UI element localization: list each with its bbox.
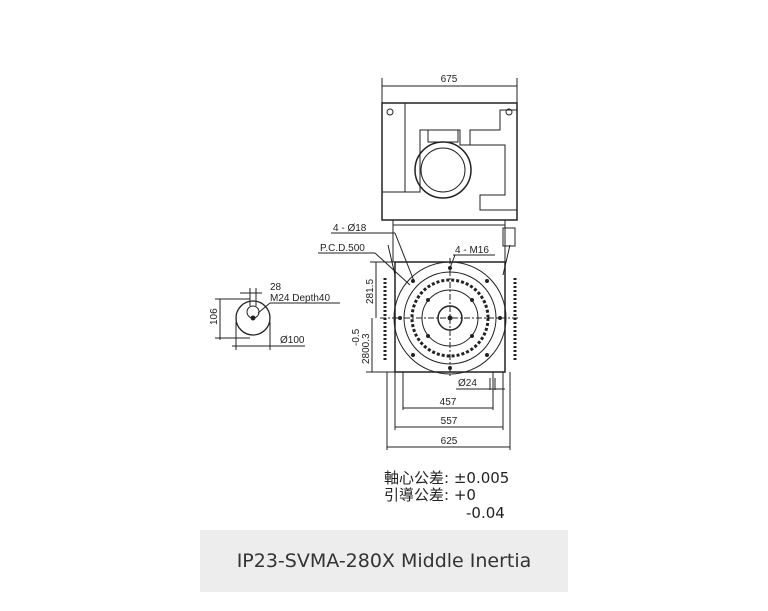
guide-tolerance-lower: -0.04 [466,504,505,522]
caption: IP23-SVMA-280X Middle Inertia [200,530,568,592]
thread-label: M24 Depth40 [270,293,330,304]
motor-body [387,220,516,276]
shaft-end-detail: 28 M24 Depth40 106 Ø100 [209,282,340,350]
dimension-675: 675 [381,74,518,103]
pcd-label: P.C.D.500 [320,243,365,254]
dimension-label: Ø100 [280,335,305,346]
dimension-label: 2800.3 [361,333,372,364]
flange [380,258,520,378]
leader-labels: 4 - Ø18 P.C.D.500 4 - M16 [318,223,495,286]
guide-tolerance: 引導公差: +0 [384,486,476,504]
dimension-label: -0.5 [351,328,362,346]
bottom-dimensions: Ø24 457 557 625 [386,372,511,450]
axis-tolerance-label: 軸心公差: [384,469,450,487]
dimension-label: 675 [441,74,458,85]
dimension-label: 557 [441,416,458,427]
guide-tolerance-label: 引導公差: [384,486,450,504]
dimension-label: 281.5 [365,279,376,304]
axis-tolerance: 軸心公差: ±0.005 [384,469,509,487]
dimension-label: 625 [441,436,458,447]
dimension-label: Ø24 [458,378,477,389]
vertical-dimensions: 281.5 2800.3 -0.5 [351,261,395,373]
axis-tolerance-value: ±0.005 [453,469,510,487]
holes-label: 4 - Ø18 [333,223,367,234]
dimension-label: 457 [440,397,457,408]
terminal-box [381,102,518,221]
taps-label: 4 - M16 [455,245,489,256]
dimension-label: 28 [270,282,282,293]
dimension-label: 106 [209,308,220,325]
guide-tolerance-upper: +0 [453,486,476,504]
